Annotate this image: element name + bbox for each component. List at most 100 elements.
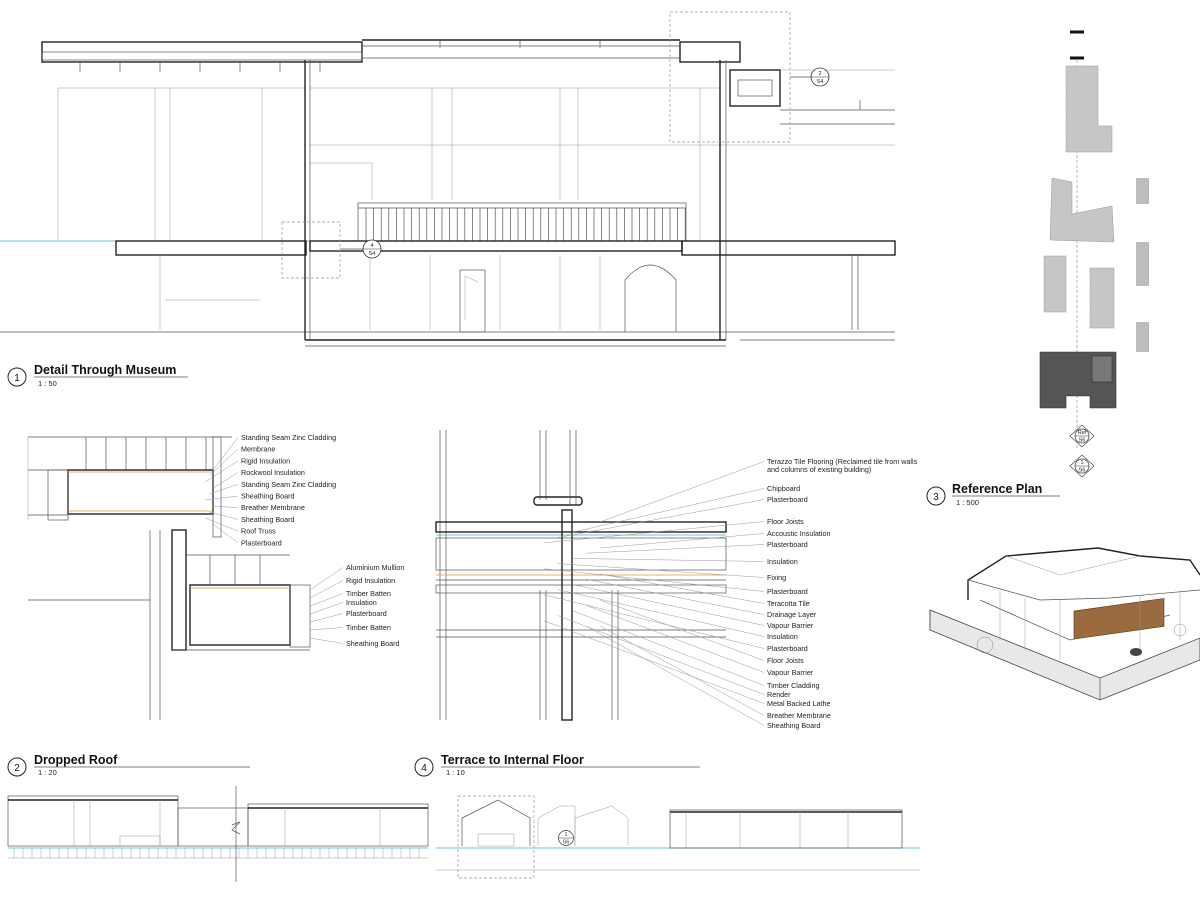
svg-text:S6: S6 — [1079, 438, 1086, 444]
leader-line — [212, 523, 239, 543]
leader-line — [585, 578, 765, 615]
material-label: Insulation — [767, 557, 798, 566]
leader-line — [208, 449, 239, 477]
material-label: Render — [767, 690, 791, 699]
long-elevation-left — [7, 786, 429, 882]
leader-line — [557, 563, 765, 578]
leader-line — [212, 505, 239, 508]
svg-text:S6: S6 — [1079, 468, 1086, 474]
leader-line — [571, 488, 765, 533]
material-label: Floor Joists — [767, 656, 804, 665]
material-label: Terazzo Tile Flooring (Reclaimed tile fr… — [767, 457, 918, 466]
material-label: Sheathing Board — [767, 721, 821, 730]
callout-4-s4[interactable]: 4 S4 — [340, 239, 382, 259]
svg-text:Ref: Ref — [1078, 430, 1087, 436]
svg-text:Terrace to Internal Floor: Terrace to Internal Floor — [441, 753, 584, 767]
material-label: Breather Membrane — [767, 711, 831, 720]
svg-text:Reference Plan: Reference Plan — [952, 482, 1042, 496]
dropped-roof-leaders — [204, 437, 344, 644]
material-label: Chipboard — [767, 484, 800, 493]
leader-line — [212, 437, 239, 471]
callout-1-s6-elevation[interactable]: 1 S6 — [558, 830, 574, 846]
material-label: Timber Cladding — [767, 681, 819, 690]
leader-line — [309, 593, 344, 607]
museum-section-drawing — [0, 11, 896, 347]
leader-line — [309, 602, 344, 615]
svg-text:S4: S4 — [369, 251, 376, 257]
material-label: Timber Batten — [346, 589, 391, 598]
material-label: Plasterboard — [767, 587, 808, 596]
material-label: Fixing — [767, 573, 786, 582]
material-label: Rockwool Insulation — [241, 468, 305, 477]
view-1-title: 1 Detail Through Museum 1 : 50 — [7, 363, 188, 388]
material-label: Standing Seam Zinc Cladding — [241, 433, 336, 442]
material-label: Accoustic Insulation — [767, 529, 831, 538]
svg-text:Detail Through Museum: Detail Through Museum — [34, 363, 176, 377]
svg-text:4: 4 — [370, 243, 373, 249]
material-label: Teracotta Tile — [767, 599, 810, 608]
leader-line — [543, 594, 765, 649]
material-label: Aluminium Mullion — [346, 563, 404, 572]
callout-ref-s6[interactable]: Ref S6 — [1069, 424, 1095, 448]
leader-line — [599, 533, 765, 549]
material-label: Membrane — [241, 445, 275, 454]
leader-line — [309, 637, 344, 644]
material-label: Timber Batten — [346, 623, 391, 632]
svg-text:S4: S4 — [817, 79, 824, 85]
dropped-roof-drawing — [27, 436, 311, 720]
material-label: Vapour Barrier — [767, 668, 814, 677]
leader-line — [204, 495, 239, 501]
svg-text:1 : 10: 1 : 10 — [446, 768, 465, 777]
terrace-detail-drawing — [435, 430, 727, 721]
leader-line — [571, 610, 765, 686]
leader-line — [599, 461, 765, 523]
material-label: Drainage Layer — [767, 610, 817, 619]
reference-plan-drawing — [1039, 30, 1149, 450]
leader-line — [599, 599, 765, 661]
axonometric-cutaway — [929, 547, 1200, 701]
leader-line — [212, 472, 239, 489]
material-label: Plasterboard — [241, 538, 282, 547]
svg-text:1 : 500: 1 : 500 — [956, 498, 979, 507]
leader-line — [208, 484, 239, 495]
material-label: Rigid Insulation — [346, 576, 395, 585]
leader-line — [309, 567, 344, 591]
leader-line — [557, 615, 765, 695]
material-label: Metal Backed Lathe — [767, 699, 831, 708]
callout-2-s4[interactable]: 2 S4 — [790, 67, 830, 87]
material-label: Insulation — [767, 632, 798, 641]
leader-line — [557, 589, 765, 637]
view-2-title: 2 Dropped Roof 1 : 20 — [7, 753, 250, 777]
material-label: Rigid Insulation — [241, 456, 290, 465]
leader-line — [571, 584, 765, 626]
leader-line — [585, 604, 765, 673]
material-label: Plasterboard — [767, 540, 808, 549]
leader-line — [557, 499, 765, 538]
leader-line — [204, 517, 239, 532]
svg-text:1 : 20: 1 : 20 — [38, 768, 57, 777]
terrace-labels: Terazzo Tile Flooring (Reclaimed tile fr… — [767, 457, 918, 730]
material-label: Plasterboard — [767, 495, 808, 504]
view-3-title: 3 Reference Plan 1 : 500 — [926, 482, 1060, 507]
leader-line — [585, 544, 765, 554]
leader-line — [309, 613, 344, 623]
material-label: Vapour Barrier — [767, 621, 814, 630]
leader-line — [208, 511, 239, 520]
svg-text:2: 2 — [14, 763, 20, 774]
material-label: Sheathing Board — [241, 515, 295, 524]
svg-text:S6: S6 — [563, 840, 570, 846]
leader-line — [543, 620, 765, 704]
leader-line — [309, 627, 344, 631]
leader-line — [599, 573, 765, 604]
material-label: Plasterboard — [346, 609, 387, 618]
material-label: Standing Seam Zinc Cladding — [241, 480, 336, 489]
material-label: Breather Membrane — [241, 503, 305, 512]
leader-line — [571, 558, 765, 562]
leader-line — [309, 580, 344, 599]
material-label: and columns of existing building) — [767, 465, 871, 474]
svg-text:1 : 50: 1 : 50 — [38, 379, 57, 388]
material-label: Plasterboard — [767, 644, 808, 653]
leader-line — [585, 625, 765, 726]
callout-1-s6[interactable]: 1 S6 — [1069, 454, 1095, 478]
